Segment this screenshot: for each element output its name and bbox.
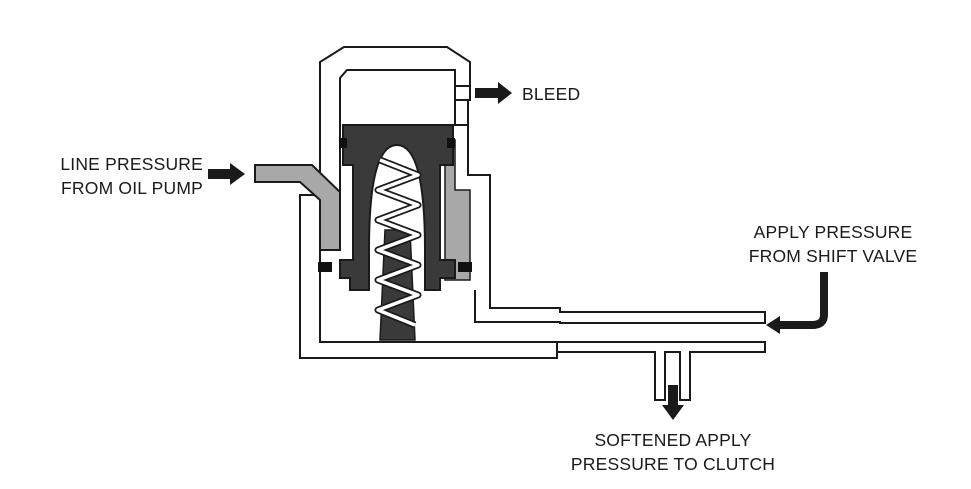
apply-pressure-label-line1: APPLY PRESSURE xyxy=(753,222,913,242)
line-pressure-label-line1: LINE PRESSURE xyxy=(60,154,203,174)
softened-pressure-label-line1: SOFTENED APPLY xyxy=(594,430,752,450)
apply-pressure-arrowhead xyxy=(766,316,780,334)
seal-upper-right xyxy=(447,138,455,148)
bleed-port xyxy=(454,85,471,101)
line-pressure-inlet xyxy=(254,164,341,251)
apply-pressure-arrow xyxy=(780,272,828,329)
line-pressure-label-line2: FROM OIL PUMP xyxy=(61,178,203,198)
clutch-pipe xyxy=(557,341,766,401)
seal-upper-left xyxy=(339,138,347,148)
softened-pressure-arrow xyxy=(662,385,684,420)
seal-lower-right xyxy=(458,262,472,272)
seal-lower-left xyxy=(318,262,332,272)
line-pressure-arrow xyxy=(208,163,245,185)
bleed-label: BLEED xyxy=(522,84,581,104)
softened-pressure-label-line2: PRESSURE TO CLUTCH xyxy=(570,454,776,474)
apply-channel xyxy=(467,125,766,324)
accumulator-piston xyxy=(339,124,456,291)
spring-highlight xyxy=(376,158,420,327)
bleed-channel xyxy=(454,100,469,126)
bleed-arrow xyxy=(475,82,512,104)
apply-pressure-label-line2: FROM SHIFT VALVE xyxy=(748,246,918,266)
